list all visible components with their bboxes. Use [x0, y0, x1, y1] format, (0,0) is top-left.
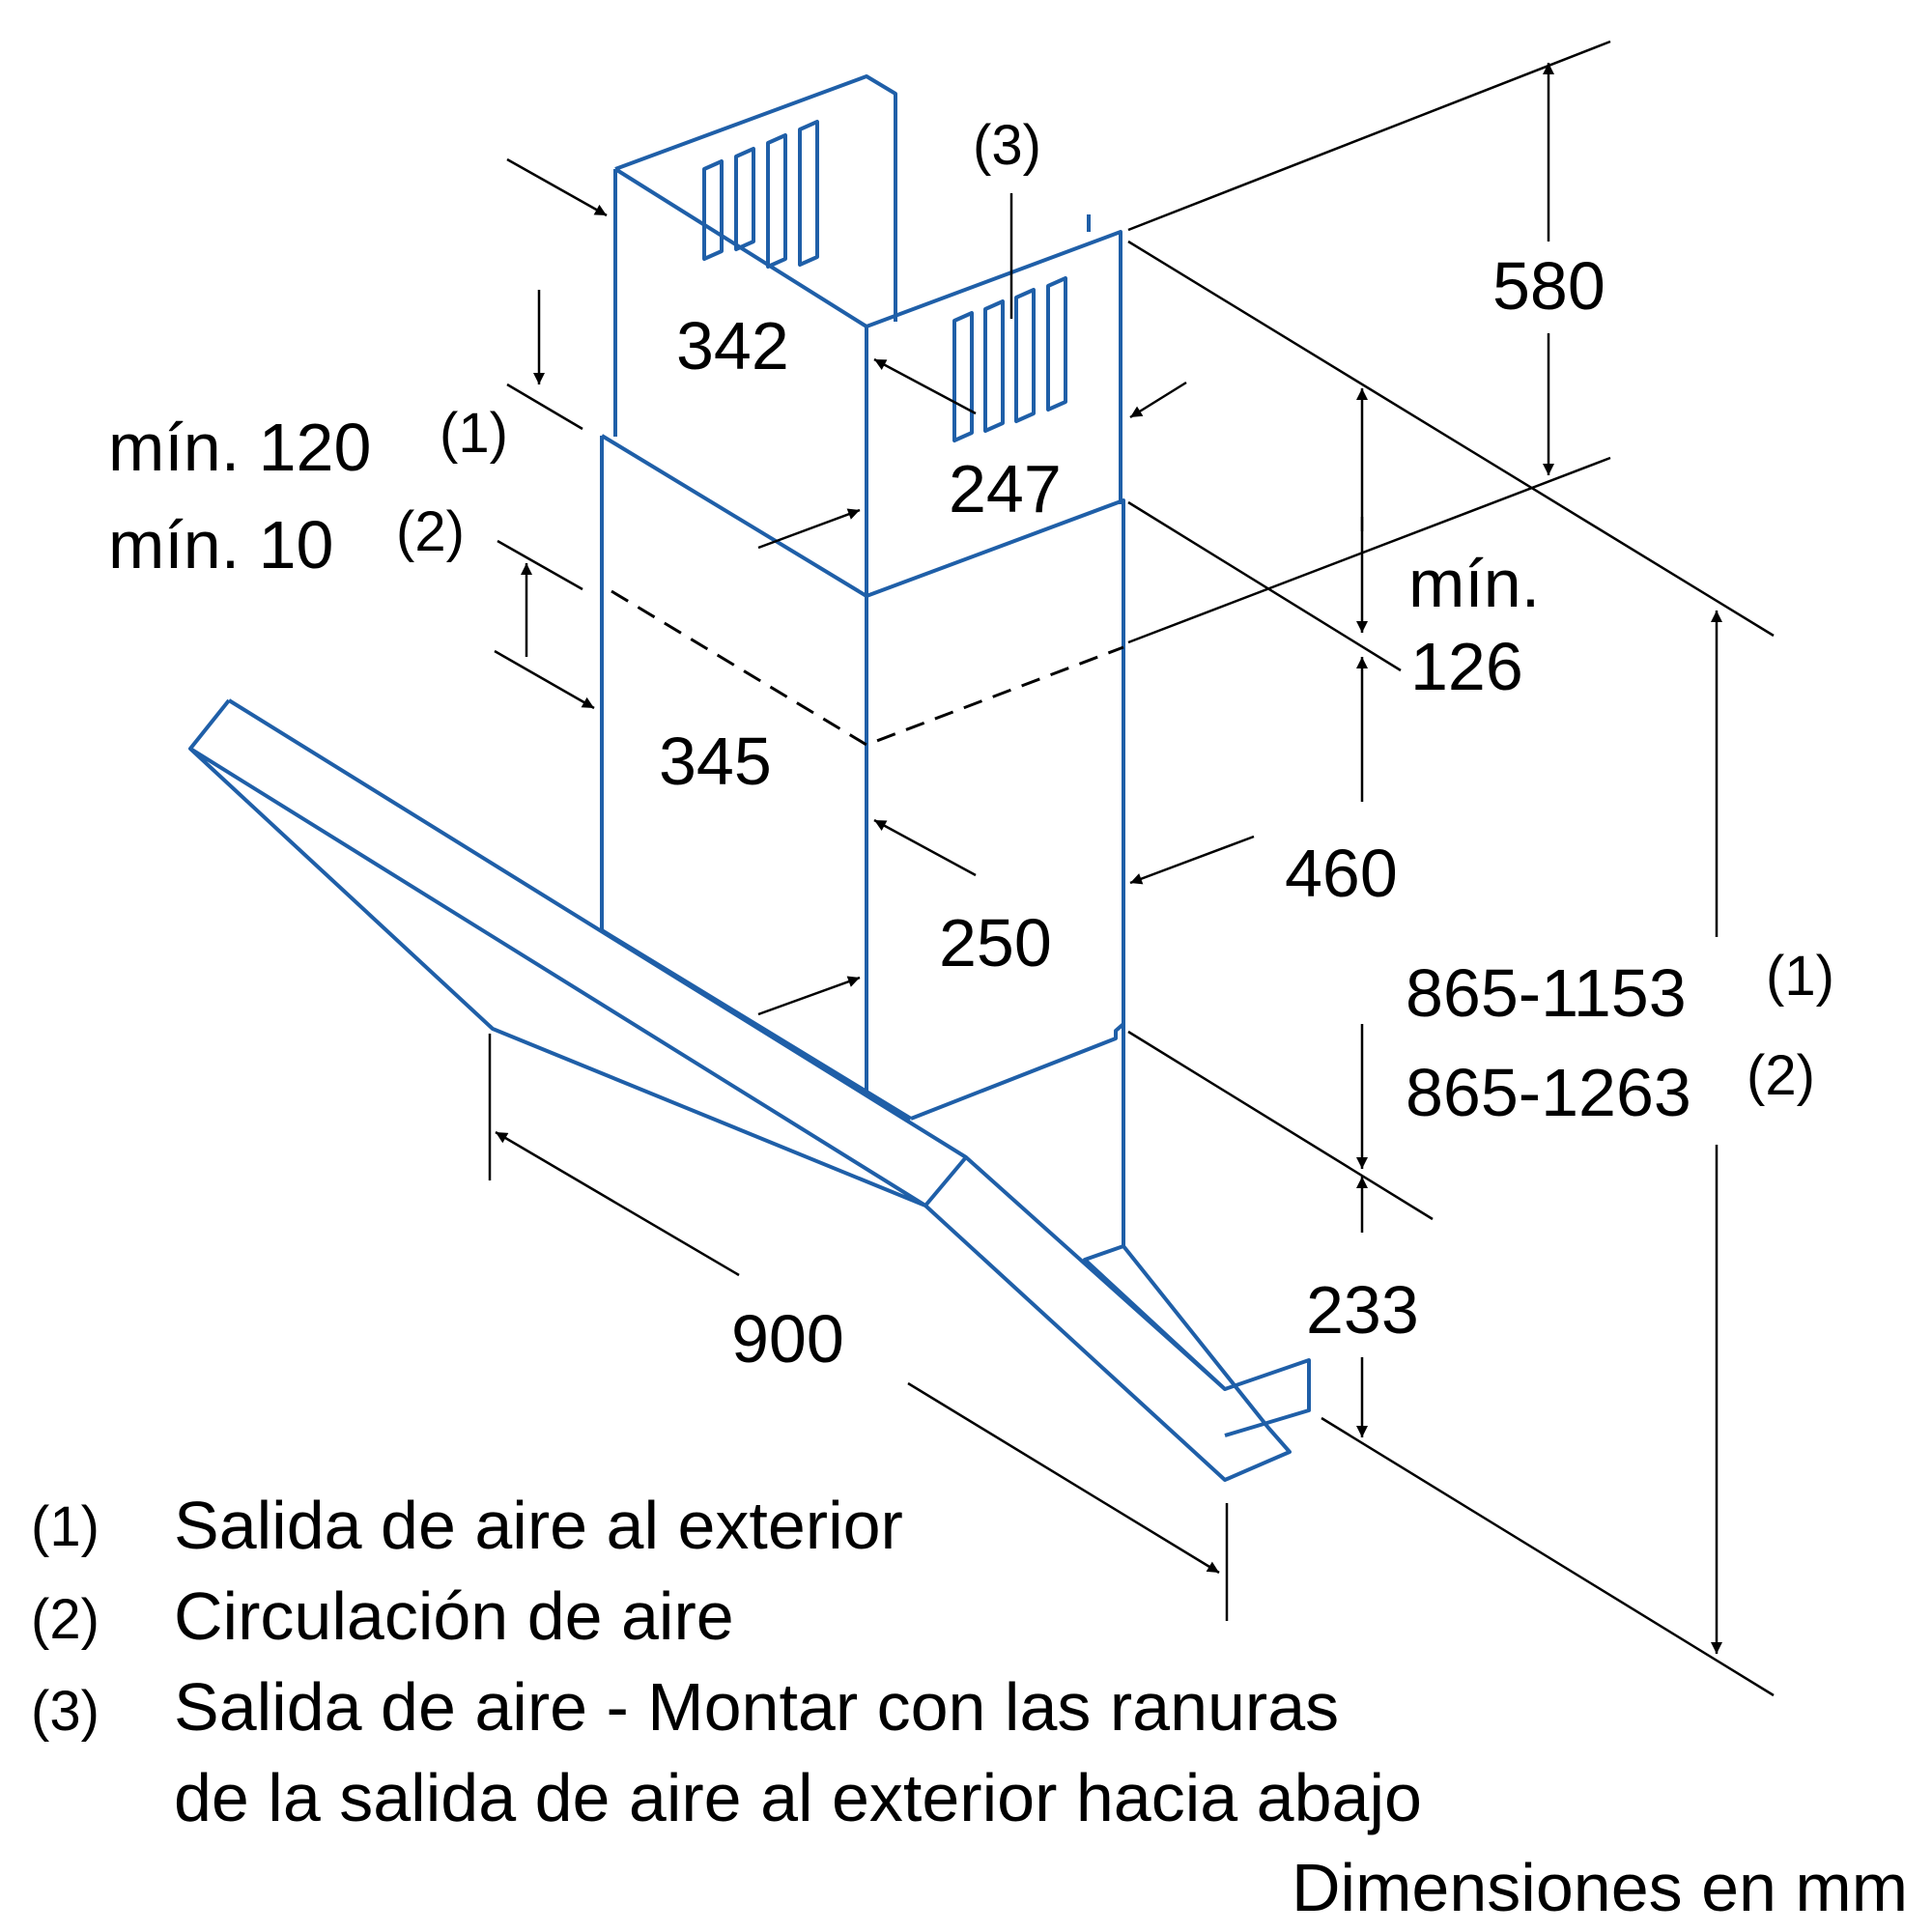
- label-min-exhaust: mín. 120: [108, 410, 371, 485]
- hood-outline: [188, 74, 1311, 1482]
- legend-text-1: Salida de aire al exterior: [174, 1488, 903, 1563]
- legend-marker-1: (1): [31, 1495, 99, 1558]
- label-upper-height: 580: [1492, 248, 1605, 324]
- legend-text-2: Circulación de aire: [174, 1578, 734, 1654]
- air-outlet-slots: [702, 120, 1067, 442]
- legend: (1) Salida de aire al exterior (2) Circu…: [31, 1488, 1908, 1925]
- label-min-recirc: mín. 10: [108, 507, 333, 582]
- units-note: Dimensiones en mm: [1292, 1850, 1908, 1925]
- label-lower-height: 460: [1285, 836, 1398, 911]
- upper-chimney: [613, 74, 1122, 596]
- label-total-recirc: 865-1263: [1406, 1055, 1691, 1130]
- label-slot-marker: (3): [973, 114, 1041, 177]
- telescope-split-line: [611, 589, 1124, 747]
- legend-marker-2: (2): [31, 1588, 99, 1651]
- dimension-labels: (3) 580 342 247 mín. 120 (1) mín. 10 (2)…: [108, 114, 1834, 1377]
- label-lower-depth: 345: [659, 724, 772, 799]
- label-upper-depth: 342: [676, 308, 789, 384]
- legend-marker-3: (3): [31, 1680, 99, 1743]
- dimension-arrows: [494, 63, 1722, 1654]
- label-min-exhaust-marker: (1): [440, 402, 508, 465]
- label-min-gap: mín.: [1408, 546, 1540, 621]
- label-total-exhaust-marker: (1): [1766, 945, 1834, 1008]
- legend-text-3: Salida de aire - Montar con las ranuras: [174, 1669, 1339, 1745]
- canopy: [188, 698, 1311, 1482]
- lower-chimney: [600, 434, 1125, 1246]
- label-hood-width: 900: [731, 1301, 844, 1377]
- label-upper-width: 247: [949, 451, 1062, 526]
- label-min-recirc-marker: (2): [396, 500, 465, 563]
- label-min-gap-value: 126: [1410, 629, 1523, 704]
- label-lower-width: 250: [939, 905, 1052, 980]
- legend-text-3-cont: de la salida de aire al exterior hacia a…: [174, 1760, 1422, 1835]
- label-total-exhaust: 865-1153: [1406, 955, 1687, 1031]
- dimension-lines: [488, 40, 1775, 1697]
- label-hood-height: 233: [1306, 1272, 1419, 1348]
- label-total-recirc-marker: (2): [1747, 1044, 1815, 1107]
